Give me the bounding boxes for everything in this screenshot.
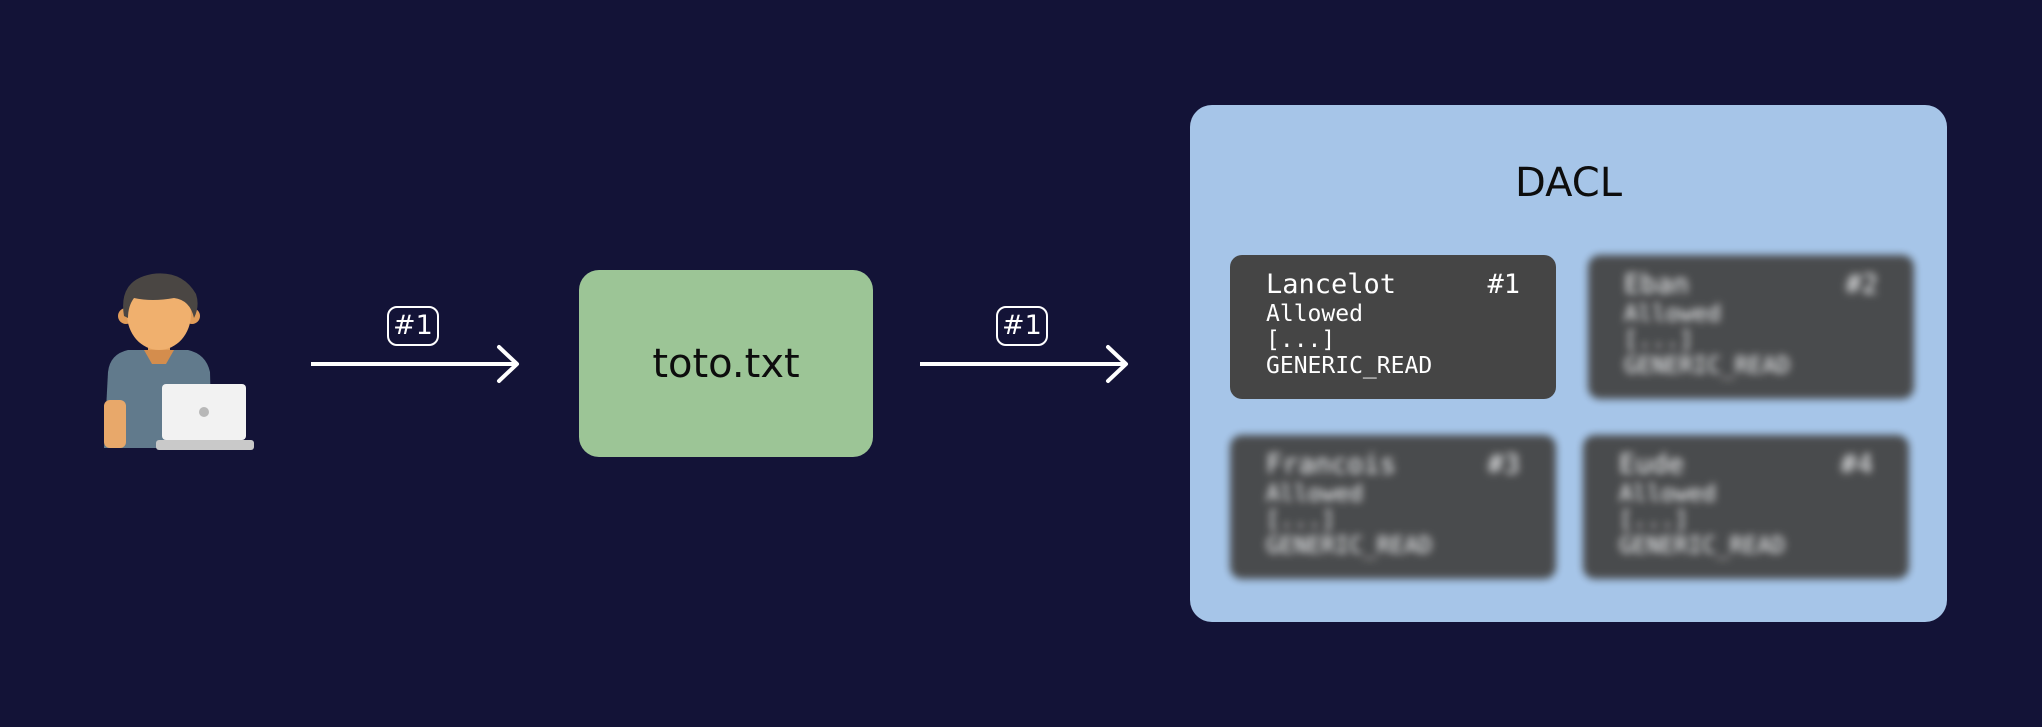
ace-ellipsis: [...] — [1624, 327, 1694, 353]
ace-type: Allowed — [1266, 301, 1363, 327]
ace-index: #1 — [1487, 269, 1520, 300]
ace-index: #2 — [1845, 269, 1878, 300]
step-badge-2: #1 — [996, 306, 1048, 346]
ace-card-2: Eban #2 Allowed [...] GENERIC_READ — [1588, 255, 1914, 399]
ace-right: GENERIC_READ — [1266, 533, 1433, 559]
ace-principal: Francois — [1266, 449, 1397, 480]
ace-ellipsis: [...] — [1266, 327, 1336, 353]
user-avatar — [100, 272, 260, 452]
ace-type: Allowed — [1266, 481, 1363, 507]
arrow-right-icon — [920, 345, 1128, 383]
ace-right: GENERIC_READ — [1266, 353, 1433, 379]
file-name: toto.txt — [652, 340, 800, 387]
ace-ellipsis: [...] — [1619, 507, 1689, 533]
ace-ellipsis: [...] — [1266, 507, 1336, 533]
ace-type: Allowed — [1624, 301, 1721, 327]
ace-card-1: Lancelot #1 Allowed [...] GENERIC_READ — [1230, 255, 1556, 399]
access-arrow-1: #1 — [311, 306, 523, 384]
ace-index: #3 — [1487, 449, 1520, 480]
dacl-title: DACL — [1515, 160, 1622, 206]
user-with-laptop-icon — [104, 273, 254, 450]
ace-right: GENERIC_READ — [1624, 353, 1791, 379]
ace-index: #4 — [1840, 449, 1873, 480]
ace-principal: Lancelot — [1266, 269, 1397, 300]
dacl-panel: DACL Lancelot #1 Allowed [...] GENERIC_R… — [1190, 105, 1947, 622]
ace-type: Allowed — [1619, 481, 1716, 507]
ace-principal: Eude — [1619, 449, 1685, 480]
ace-card-3: Francois #3 Allowed [...] GENERIC_READ — [1230, 435, 1556, 579]
arrow-right-icon — [311, 345, 519, 383]
access-arrow-2: #1 — [920, 306, 1132, 384]
ace-right: GENERIC_READ — [1619, 533, 1786, 559]
ace-principal: Eban — [1624, 269, 1690, 300]
file-object: toto.txt — [579, 270, 873, 457]
ace-card-4: Eude #4 Allowed [...] GENERIC_READ — [1583, 435, 1909, 579]
step-badge-1: #1 — [387, 306, 439, 346]
